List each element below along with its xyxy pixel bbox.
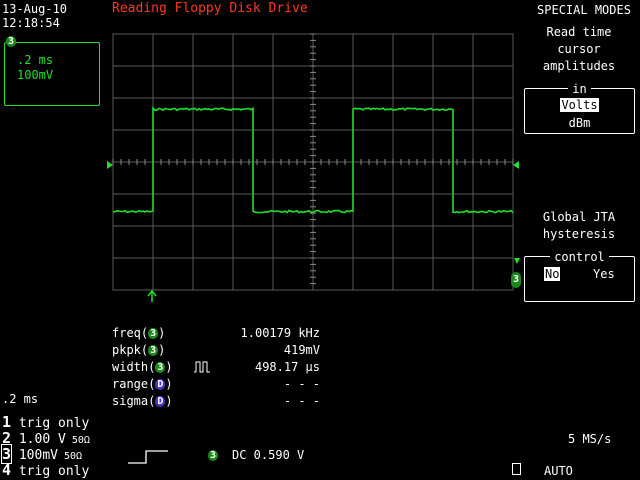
trigger-mode: AUTO <box>544 464 573 478</box>
channel-row[interactable]: 4 trig only <box>2 461 90 479</box>
units-option-volts: Volts <box>560 98 599 112</box>
graticule <box>112 33 514 291</box>
channel-badge: 3 <box>6 36 16 47</box>
hysteresis-control[interactable]: control No Yes <box>524 250 635 302</box>
menu-title: SPECIAL MODES <box>537 3 631 17</box>
measurement-row: pkpk(3) <box>112 343 166 357</box>
control-option-yes: Yes <box>593 267 615 281</box>
channel-number: 2 <box>2 429 12 447</box>
channel-volts-div: 100mV <box>17 68 54 82</box>
timebase-readout: .2 ms <box>2 392 39 406</box>
trigger-badge: 3 <box>208 450 218 461</box>
channel-number: 3 <box>0 444 13 464</box>
sample-rate: 5 MS/s <box>568 432 612 446</box>
channel-row[interactable]: 1 trig only <box>2 413 90 431</box>
marker-badge: 3 <box>511 272 521 288</box>
acquisition-status-indicator <box>512 463 521 475</box>
menu-item-global-jta: Global JTA <box>542 210 616 224</box>
trace-channel-3 <box>112 106 514 214</box>
channel-setting: trig only <box>11 416 90 431</box>
channel-setting: trig only <box>11 464 90 479</box>
pulse-icon <box>194 361 210 373</box>
control-option-no: No <box>544 267 561 281</box>
measurement-channel-badge: 3 <box>148 345 159 356</box>
channel-row[interactable]: 2 1.00 V 50Ω <box>2 429 90 447</box>
screen-title: Reading Floppy Disk Drive <box>112 1 308 16</box>
measurement-name: range( <box>112 377 156 391</box>
trigger-level-marker <box>514 258 520 264</box>
channel-coupling: 50Ω <box>65 435 90 446</box>
level-marker-left <box>107 161 113 169</box>
menu-item-read-time-line3: amplitudes <box>542 59 616 73</box>
menu-item-read-time-line2: cursor <box>557 42 601 56</box>
channel-setting: 1.00 V <box>11 432 66 447</box>
measurement-value: 1.00179 kHz <box>240 326 320 340</box>
measurement-name: width( <box>112 360 156 374</box>
time-label: 12:18:54 <box>2 16 60 30</box>
measurement-row: range(D) <box>112 377 173 391</box>
units-selector[interactable]: in Volts dBm <box>524 82 635 134</box>
measurement-channel-badge: 3 <box>155 362 166 373</box>
measurement-row: freq(3) <box>112 326 166 340</box>
trigger-readout: DC 0.590 V <box>232 448 305 462</box>
channel-box[interactable]: .2 ms 100mV <box>4 42 100 106</box>
control-legend: control <box>550 250 609 264</box>
measurement-channel-badge: D <box>155 379 166 390</box>
channel-number: 1 <box>2 413 12 431</box>
measurement-channel-badge: D <box>155 396 166 407</box>
channel-number: 4 <box>2 461 12 479</box>
channel-row[interactable]: 3 100mV 50Ω <box>0 444 83 464</box>
measurement-name: sigma( <box>112 394 156 408</box>
measurement-row: width(3) <box>112 360 173 374</box>
units-option-dbm: dBm <box>568 116 591 130</box>
channel-coupling: 50Ω <box>58 451 83 462</box>
measurement-value: - - - <box>283 394 320 408</box>
units-legend: in <box>568 82 591 96</box>
menu-item-global-jta-line2: hysteresis <box>542 227 616 241</box>
level-marker-right <box>513 161 519 169</box>
measurement-value: 498.17 µs <box>254 360 320 374</box>
measurement-row: sigma(D) <box>112 394 173 408</box>
measurement-value: - - - <box>283 377 320 391</box>
channel-setting: 100mV <box>11 448 58 463</box>
measurement-name: pkpk( <box>112 343 149 357</box>
measurement-channel-badge: 3 <box>148 328 159 339</box>
trigger-position-arrow <box>147 289 157 297</box>
menu-item-read-time: Read time <box>546 25 612 39</box>
channel-timebase: .2 ms <box>17 53 54 67</box>
date-label: 13-Aug-10 <box>2 2 68 16</box>
measurement-value: 419mV <box>283 343 320 357</box>
measurement-name: freq( <box>112 326 149 340</box>
